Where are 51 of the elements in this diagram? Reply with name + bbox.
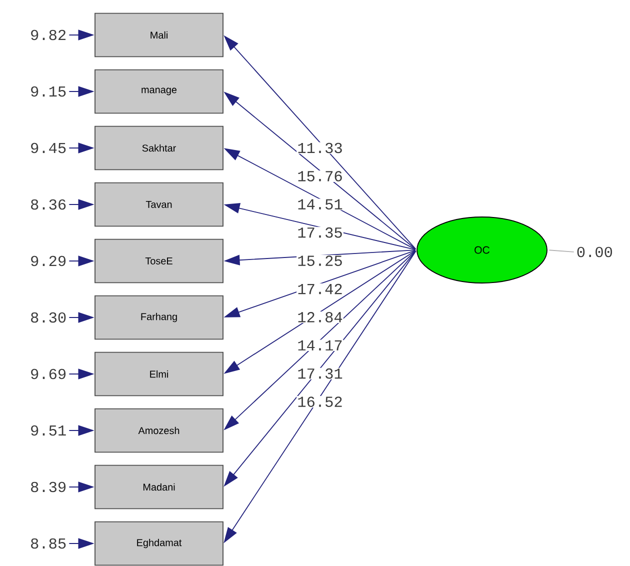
edge-label: 12.84: [296, 311, 344, 323]
indicator-box: Amozesh: [94, 408, 224, 453]
indicator-box: Madani: [94, 464, 224, 510]
arrow: [68, 86, 94, 97]
edge-label: 11.33: [296, 142, 344, 154]
indicator-box: Eghdamat: [94, 521, 224, 566]
arrow: [224, 92, 416, 250]
arrow: [224, 250, 416, 486]
arrow: [224, 250, 416, 266]
arrow: [68, 482, 94, 492]
error-value: 8.30: [31, 312, 66, 323]
edge-label: 15.25: [296, 255, 344, 267]
error-value: 9.45: [31, 142, 66, 154]
arrow: [68, 30, 94, 40]
error-value: 8.39: [31, 482, 66, 492]
indicator-box: Sakhtar: [94, 126, 224, 170]
arrow: [224, 250, 416, 318]
arrow: [224, 250, 416, 374]
arrow: [68, 425, 94, 436]
arrow: [68, 142, 94, 154]
edge-label: 14.51: [296, 198, 344, 210]
indicator-box: Mali: [94, 12, 224, 58]
arrow: [68, 199, 94, 210]
arrow: [224, 203, 416, 250]
arrow: [224, 250, 416, 542]
arrow: [68, 538, 94, 549]
arrow: [224, 148, 416, 250]
edge-label: 15.76: [296, 170, 344, 182]
arrow: [224, 36, 416, 250]
indicator-box: Elmi: [94, 352, 224, 396]
arrow: [68, 368, 94, 380]
arrow: [68, 312, 94, 323]
indicator-box: ToseE: [94, 238, 224, 284]
edge-label: 17.42: [296, 283, 344, 295]
error-value: 8.85: [31, 538, 66, 549]
indicator-box: Farhang: [94, 295, 224, 340]
error-value: 9.51: [31, 425, 66, 436]
edge-label: 17.35: [296, 226, 344, 238]
error-value: 9.29: [31, 256, 66, 266]
variance-value: 0.00: [577, 246, 612, 258]
error-value: 9.82: [31, 30, 66, 40]
edge-label: 16.52: [296, 396, 344, 408]
arrow: [224, 250, 416, 430]
error-value: 9.69: [31, 368, 66, 380]
indicator-box: Tavan: [94, 182, 224, 227]
edge-label: 17.31: [296, 368, 344, 380]
arrow: [68, 256, 94, 266]
indicator-box: manage: [94, 69, 224, 114]
error-value: 9.15: [31, 86, 66, 97]
edge-label: 14.17: [296, 340, 344, 351]
error-value: 8.36: [31, 199, 66, 210]
